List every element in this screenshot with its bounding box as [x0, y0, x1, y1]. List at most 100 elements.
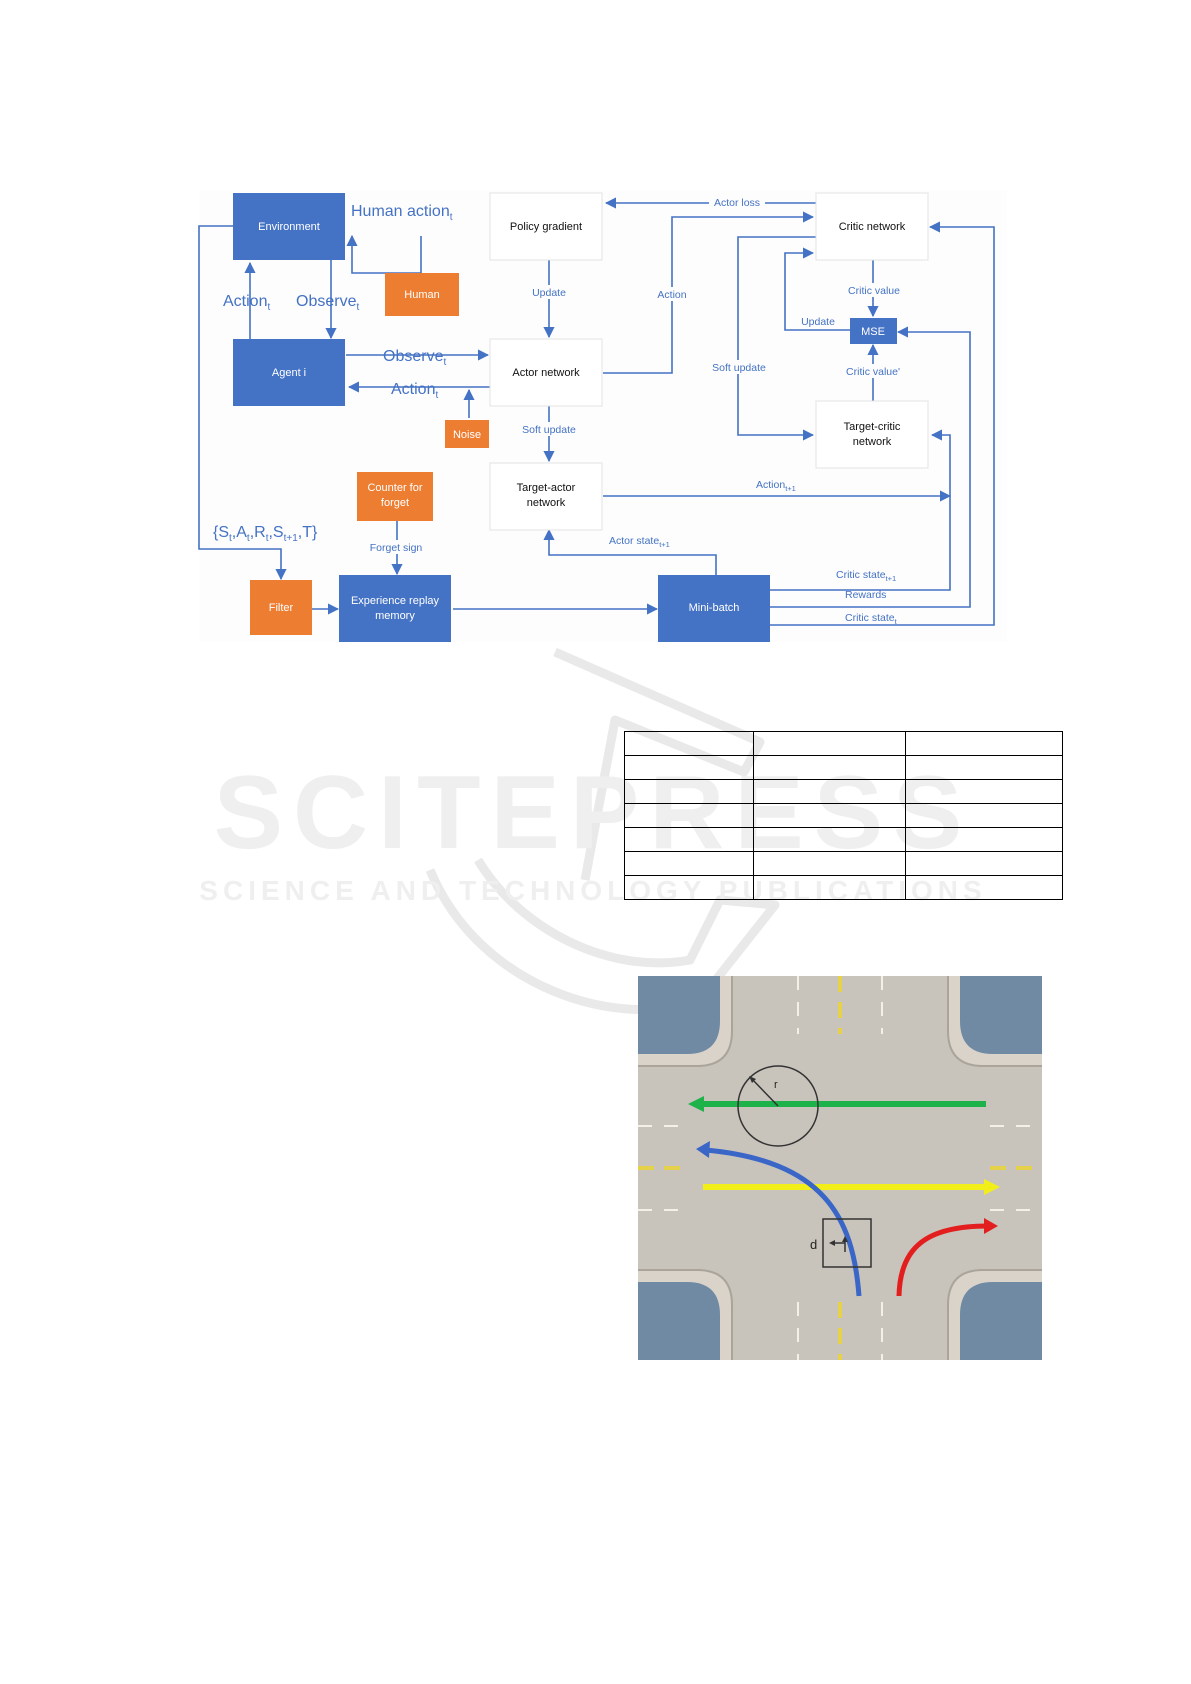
table-cell	[752, 851, 907, 876]
actor-loss-label: Actor loss	[714, 197, 760, 209]
actor-state-label: Actor statet+1	[609, 535, 670, 549]
table-cell	[752, 731, 907, 756]
table-cell	[905, 731, 1063, 756]
radius-line	[750, 1077, 779, 1107]
table-cell	[752, 755, 907, 780]
table-row	[624, 755, 1063, 780]
policy-gradient-label: Policy gradient	[510, 221, 582, 233]
actor-loss-bg	[709, 195, 765, 209]
distance-square	[822, 1218, 872, 1268]
table-cell	[752, 803, 907, 828]
noise-box	[445, 420, 489, 448]
counter-box	[357, 472, 433, 521]
target-actor-box	[489, 462, 603, 531]
radius-circle	[737, 1065, 819, 1147]
target-critic-label-line2: network	[853, 436, 892, 448]
yellow-arrow-head	[984, 1179, 1000, 1195]
soft-update-critic-bg	[706, 360, 772, 374]
table-cell	[624, 851, 754, 876]
experience-label-line1: Experience replay	[351, 595, 440, 607]
soft-update-critic-label: Soft update	[712, 362, 766, 374]
target-actor-label-line2: network	[527, 497, 566, 509]
mse-box	[850, 318, 897, 344]
blue-arrow-head	[696, 1141, 710, 1158]
table-cell	[752, 875, 907, 900]
forget-sign-bg	[365, 540, 427, 554]
mse-label: MSE	[861, 326, 885, 338]
table-row	[624, 803, 1063, 828]
radius-arrow-head	[749, 1076, 756, 1083]
counter-label-line1: Counter for	[367, 482, 422, 494]
critic-value-bg	[843, 283, 905, 297]
table-cell	[624, 755, 754, 780]
table-row	[624, 827, 1063, 852]
table-grid	[624, 731, 1063, 900]
critic-value-prime-bg	[838, 364, 908, 378]
action-mid-label: Action	[657, 289, 686, 301]
update-critic-bg	[796, 314, 840, 328]
policy-gradient-box	[489, 192, 603, 261]
table-cell	[624, 803, 754, 828]
observe-left-label: Observet	[296, 293, 359, 313]
environment-box	[233, 193, 345, 260]
distance-arrow-head	[829, 1240, 835, 1246]
mini-batch-label: Mini-batch	[689, 602, 740, 614]
corner-block-bottom-left	[638, 1269, 733, 1360]
table-cell	[624, 779, 754, 804]
agent-label: Agent i	[272, 367, 306, 379]
soft-update-actor-label: Soft update	[522, 424, 576, 436]
table-row	[624, 851, 1063, 876]
action-mid-bg	[651, 287, 693, 301]
update-pg-label: Update	[532, 287, 566, 299]
table-cell	[905, 755, 1063, 780]
distance-arrow-head-top	[842, 1236, 848, 1242]
action-right-label: Actiont	[391, 381, 438, 401]
forget-sign-label: Forget sign	[370, 542, 423, 554]
human-label: Human	[404, 289, 439, 301]
table-cell	[905, 851, 1063, 876]
experience-replay-box	[339, 575, 451, 642]
critic-value-prime-label: Critic value'	[846, 366, 900, 378]
table-row	[624, 731, 1063, 756]
actor-network-box	[489, 338, 603, 407]
table-row	[624, 779, 1063, 804]
green-arrow-head	[688, 1096, 704, 1112]
soft-update-actor-bg	[516, 422, 582, 436]
filter-box	[250, 580, 312, 635]
filter-label: Filter	[269, 602, 294, 614]
corner-block-bottom-right	[947, 1269, 1042, 1360]
table-cell	[624, 875, 754, 900]
corner-block-top-right	[947, 976, 1042, 1067]
ddpg-framework-diagram: Environment Human Agent i Noise Counter …	[198, 190, 1007, 642]
action-t1-label: Actiont+1	[756, 479, 796, 493]
critic-network-box	[815, 192, 929, 261]
critic-state-t1-label: Critic statet+1	[836, 569, 896, 583]
parameter-table	[624, 731, 1063, 900]
table-cell	[752, 827, 907, 852]
intersection-image: r d	[638, 976, 1042, 1360]
critic-value-label: Critic value	[848, 285, 900, 297]
target-critic-box	[815, 400, 929, 469]
table-cell	[905, 779, 1063, 804]
update-critic-label: Update	[801, 316, 835, 328]
actor-network-label: Actor network	[512, 367, 580, 379]
environment-label: Environment	[258, 221, 320, 233]
counter-label-line2: forget	[381, 497, 409, 509]
radius-label: r	[774, 1079, 778, 1091]
transition-tuple-label: {St,At,Rt,St+1,T}	[213, 524, 318, 544]
experience-label-line2: memory	[375, 610, 415, 622]
red-trajectory	[896, 1223, 989, 1297]
critic-network-label: Critic network	[839, 221, 906, 233]
rewards-label: Rewards	[845, 589, 886, 601]
agent-box	[233, 339, 345, 406]
table-cell	[624, 731, 754, 756]
observe-right-label: Observet	[383, 348, 446, 368]
table-cell	[905, 803, 1063, 828]
table-cell	[905, 875, 1063, 900]
table-cell	[905, 827, 1063, 852]
distance-label: d	[810, 1237, 817, 1252]
action-left-label: Actiont	[223, 293, 270, 313]
update-pg-bg	[526, 285, 572, 299]
noise-label: Noise	[453, 429, 481, 441]
